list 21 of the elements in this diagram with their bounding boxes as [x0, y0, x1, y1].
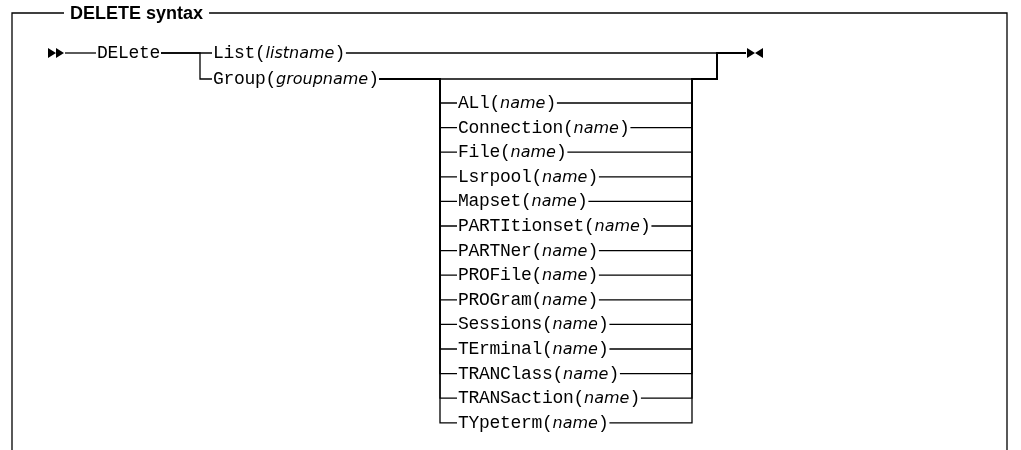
syntax-keyword: Connection(name)	[458, 117, 630, 138]
syntax-keyword: TErminal(name)	[458, 339, 609, 359]
syntax-keyword: PARTItionset(name)	[458, 216, 651, 236]
syntax-keyword: DELete	[97, 43, 160, 63]
syntax-keyword: PROFile(name)	[458, 265, 598, 286]
syntax-keyword: Lsrpool(name)	[458, 166, 598, 187]
syntax-keyword: List(listname)	[213, 43, 345, 63]
syntax-keyword: Sessions(name)	[458, 314, 609, 335]
syntax-keyword: PROGram(name)	[458, 289, 598, 310]
syntax-keyword: PARTNer(name)	[458, 240, 598, 261]
syntax-line	[64, 52, 97, 54]
syntax-keyword: TYpeterm(name)	[458, 412, 609, 433]
end-marker-icon	[747, 48, 763, 58]
syntax-keyword: TRANSaction(name)	[458, 388, 640, 409]
syntax-keyword: TRANClass(name)	[458, 363, 619, 384]
syntax-keyword: ALl(name)	[458, 93, 556, 113]
syntax-keyword: Group(groupname)	[213, 69, 379, 89]
start-marker-icon	[48, 48, 64, 58]
syntax-line	[160, 52, 213, 80]
syntax-keyword: Mapset(name)	[458, 191, 588, 212]
syntax-keyword: File(name)	[458, 142, 567, 163]
